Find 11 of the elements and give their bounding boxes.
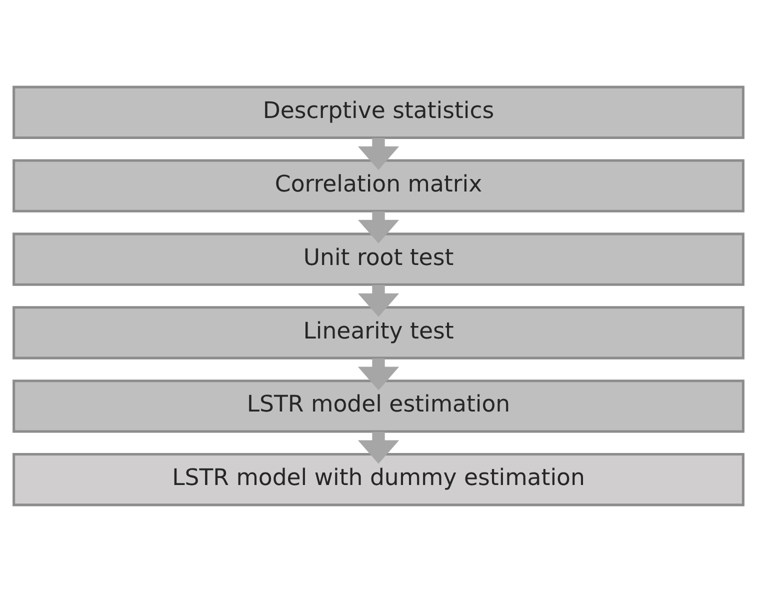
node-box: Correlation matrix [12,158,744,212]
node-box: Linearity test [12,306,744,359]
node-box: Unit root test [12,232,744,286]
arrow [358,211,400,243]
node-box: Descrptive statistics [12,85,744,138]
arrow [358,431,400,464]
arrow [358,358,400,390]
arrow [358,138,400,170]
arrow [358,284,400,316]
node-box: LSTR model with dummy estimation [12,452,744,506]
node-box: LSTR model estimation [12,379,744,432]
